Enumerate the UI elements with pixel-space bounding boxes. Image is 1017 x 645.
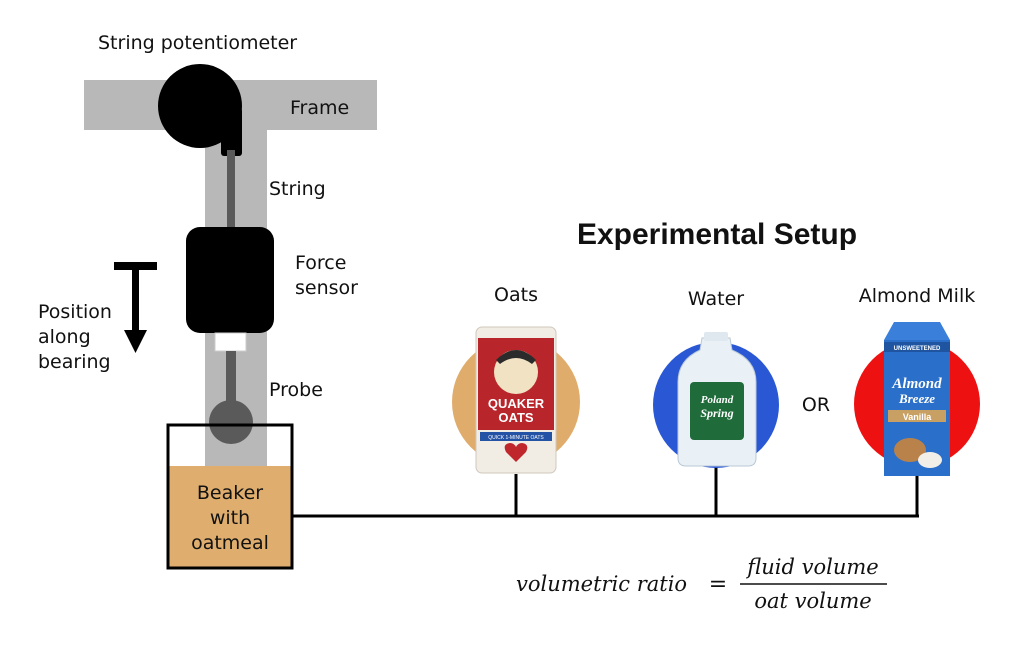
oats-hat [496, 350, 536, 364]
milk-flavor-band [888, 410, 946, 422]
sensor-connector [214, 332, 247, 352]
milk-brand-line2: Breeze [898, 391, 935, 406]
probe-ball [209, 400, 253, 444]
potentiometer-tab [221, 108, 242, 156]
water-image: Poland Spring [653, 332, 779, 468]
label-beaker-line1: Beaker [197, 482, 263, 504]
milk-splash [918, 452, 942, 468]
label-beaker-line2: with [210, 507, 250, 529]
oats-portrait [494, 350, 538, 394]
label-position-line3: bearing [38, 351, 111, 373]
formula-equals: = [709, 572, 727, 597]
label-probe: Probe [269, 379, 323, 401]
oats-brand-line2: OATS [498, 410, 533, 425]
label-string-potentiometer: String potentiometer [98, 32, 297, 54]
page-title: Experimental Setup [577, 218, 857, 251]
water-brand-line1: Poland [701, 394, 734, 406]
milk-carton-top [884, 322, 950, 340]
milk-flavor-text: Vanilla [903, 412, 933, 422]
position-arrow-shaft [132, 262, 139, 332]
oats-image: QUAKER OATS QUICK 1-MINUTE OATS [452, 326, 580, 474]
beaker [166, 423, 294, 570]
label-force-sensor-line1: Force [295, 252, 346, 274]
force-sensor [186, 227, 274, 333]
milk-top-band [884, 342, 950, 352]
label-oats: Oats [494, 284, 538, 306]
label-almond-milk: Almond Milk [859, 285, 976, 307]
almond-milk-image: UNSWEETENED Almond Breeze Vanilla [854, 322, 980, 476]
oatmeal-fill [168, 466, 292, 568]
water-cap [704, 332, 728, 341]
water-brand-line2: Spring [700, 406, 733, 420]
label-beaker-line3: oatmeal [191, 532, 269, 554]
label-force-sensor-line2: sensor [295, 277, 358, 299]
oats-sub-text: QUICK 1-MINUTE OATS [488, 435, 544, 441]
formula-denominator: oat volume [754, 589, 871, 613]
label-string: String [269, 178, 326, 200]
milk-almonds [894, 438, 926, 462]
oats-brand-line1: QUAKER [488, 396, 545, 411]
label-water: Water [688, 288, 744, 310]
milk-top-text: UNSWEETENED [894, 346, 941, 352]
label-frame: Frame [290, 97, 349, 119]
oats-sub-band [480, 432, 552, 441]
label-or: OR [802, 394, 830, 416]
formula-numerator: fluid volume [745, 555, 878, 579]
string-line [227, 150, 235, 232]
label-position-line2: along [38, 326, 91, 348]
formula-lhs: volumetric ratio [516, 572, 687, 596]
oats-heart-icon [504, 443, 528, 462]
label-position-line1: Position [38, 301, 112, 323]
water-label [690, 382, 744, 440]
milk-brand-line1: Almond [891, 376, 942, 392]
probe-rod [226, 351, 236, 416]
position-arrow-head [124, 330, 147, 353]
